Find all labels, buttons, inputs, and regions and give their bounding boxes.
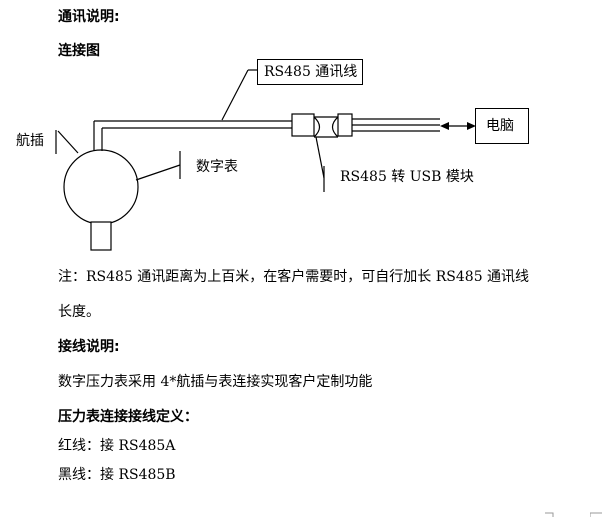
connection-diagram (55, 69, 476, 251)
gauge-connector (90, 221, 112, 251)
connector-label: 航插 (16, 133, 44, 149)
converter-label: RS485 转 USB 模块 (340, 169, 474, 185)
wiring-title: 接线说明: (58, 339, 120, 355)
wiring-desc: 数字压力表采用 4*航插与表连接实现客户定制功能 (58, 374, 373, 390)
cable-label: RS485 通讯线 (264, 64, 358, 80)
converter-waist (331, 116, 339, 138)
page-corner-mark (545, 512, 554, 517)
page-corner-mark (590, 512, 602, 517)
leader-cable (221, 69, 249, 121)
definition-title: 压力表连接接线定义： (58, 409, 198, 425)
black-line-def: 黑线：接 RS485B (58, 467, 176, 483)
cable-label-box: RS485 通讯线 (257, 59, 363, 85)
converter-left (291, 113, 315, 137)
leader-gauge (135, 164, 181, 181)
gauge-body (63, 149, 139, 225)
arrow-head-right (467, 122, 476, 130)
leader-connector (57, 130, 79, 154)
computer-box: 电脑 (475, 108, 529, 144)
diagram-title: 连接图 (58, 43, 100, 59)
note-line-2: 长度。 (58, 304, 100, 320)
comm-title: 通讯说明: (58, 9, 120, 25)
computer-label: 电脑 (486, 118, 514, 134)
note-line-1: 注：RS485 通讯距离为上百米，在客户需要时，可自行加长 RS485 通讯线 (58, 269, 530, 285)
gauge-label: 数字表 (196, 159, 238, 175)
red-line-def: 红线：接 RS485A (58, 438, 176, 454)
converter-waist (313, 116, 321, 138)
leader-converter (315, 136, 325, 179)
arrow-head-left (440, 122, 449, 130)
converter-right (337, 113, 353, 137)
